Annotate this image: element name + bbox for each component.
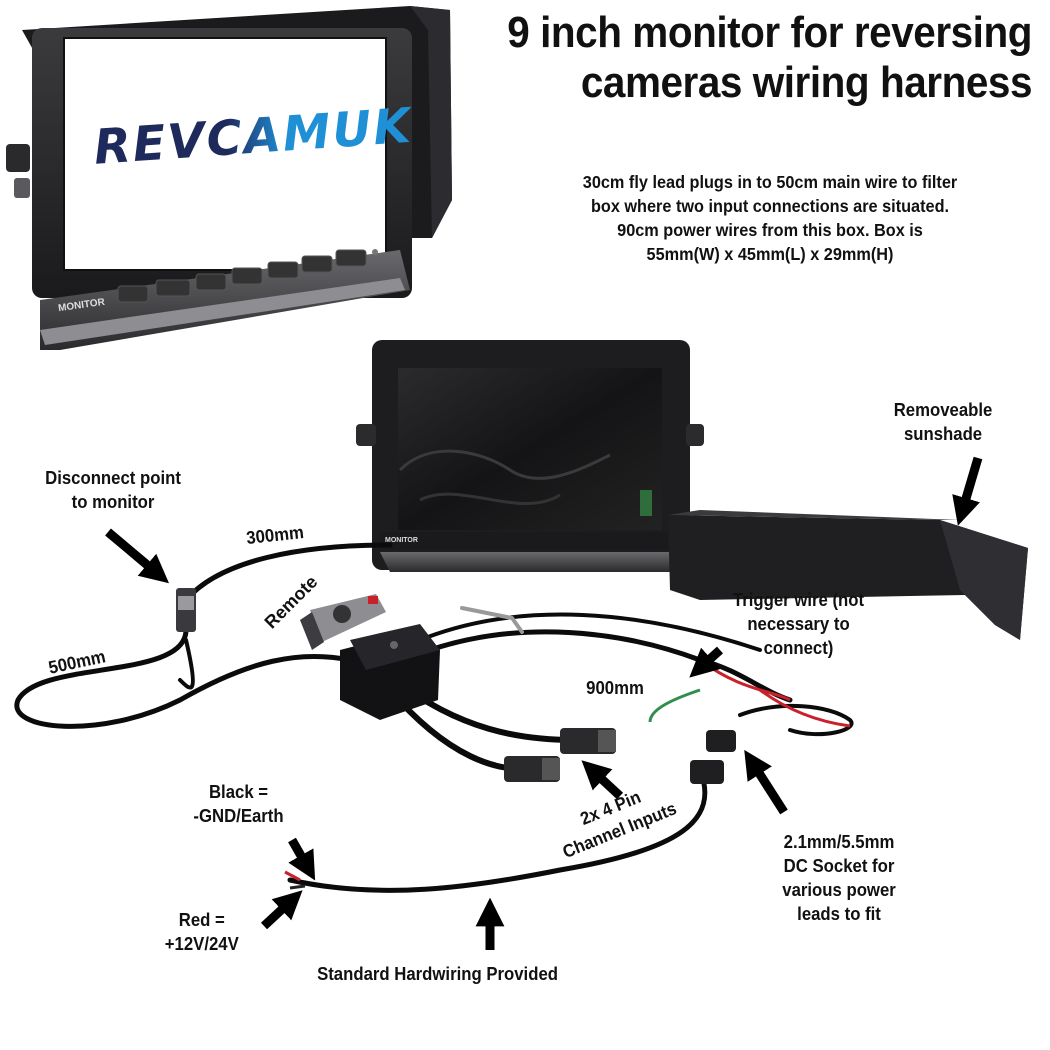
description-line: 90cm power wires from this box. Box is [617,220,923,240]
main-monitor [356,340,704,572]
label-standard-hardwiring: Standard Hardwiring Provided [317,964,558,984]
cables [14,542,854,893]
description-line: 30cm fly lead plugs in to 50cm main wire… [582,172,958,192]
removable-sunshade [668,510,1028,640]
description-line: box where two input connections are situ… [590,196,950,216]
label-red-power: Red = +12V/24V [164,910,239,954]
title-line-1: 9 inch monitor for reversing [507,8,1032,57]
label-black-ground: Black = -GND/Earth [193,782,284,826]
label-dc-socket: 2.1mm/5.5mm DC Socket for various power … [782,832,896,924]
camera-input-connectors [504,728,616,782]
label-900mm: 900mm [586,678,644,698]
page-title: 9 inch monitor for reversing cameras wir… [443,8,1032,108]
label-trigger-wire: Trigger wire (not necessary to connect) [732,590,865,658]
top-monitor [6,6,452,350]
annotation-arrows [105,456,983,950]
description: 30cm fly lead plugs in to 50cm main wire… [538,170,1003,266]
description-line: 55mm(W) x 45mm(L) x 29mm(H) [646,244,894,264]
dc-socket [690,730,736,784]
title-line-2: cameras wiring harness [580,58,1033,107]
main-monitor-brand: MONITOR [385,537,418,544]
label-disconnect-point: Disconnect point to monitor [45,468,181,512]
disconnect-connector [176,588,196,632]
remote-control [300,594,386,650]
filter-box [340,624,440,720]
label-removeable-sunshade: Removeable sunshade [893,400,993,444]
